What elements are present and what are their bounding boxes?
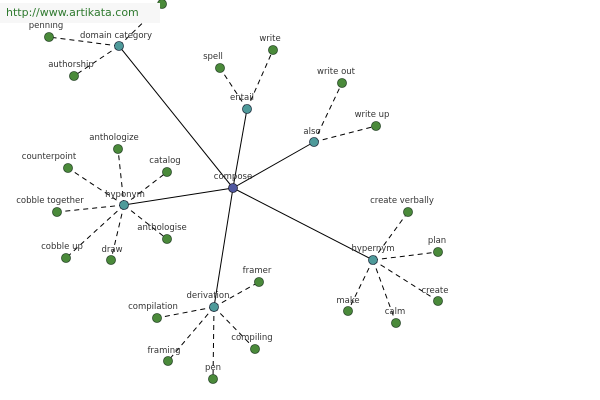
watermark-link[interactable]: http://www.artikata.com bbox=[0, 3, 160, 23]
edge-root-domain-category bbox=[118, 45, 234, 189]
leaf-node-pen[interactable] bbox=[208, 374, 218, 384]
leaf-node-draw[interactable] bbox=[106, 255, 116, 265]
edge-derivation-compilation bbox=[156, 306, 215, 319]
edge-hypernym-calm bbox=[372, 259, 397, 324]
leaf-node-make[interactable] bbox=[343, 306, 353, 316]
leaf-node-compiling[interactable] bbox=[250, 344, 260, 354]
leaf-node-plan[interactable] bbox=[433, 247, 443, 257]
leaf-node-create-verbally[interactable] bbox=[403, 207, 413, 217]
edge-derivation-framing bbox=[167, 306, 215, 362]
relation-node-hyponym[interactable] bbox=[119, 200, 129, 210]
edge-domain-category-unlabeled bbox=[118, 3, 163, 47]
edge-hyponym-cobble-together bbox=[56, 204, 125, 213]
leaf-label-authorship: authorship bbox=[48, 60, 94, 70]
relation-label-entail: entail bbox=[230, 93, 254, 103]
leaf-label-draw: draw bbox=[101, 245, 122, 255]
leaf-label-write: write bbox=[259, 34, 280, 44]
leaf-node-calm[interactable] bbox=[391, 318, 401, 328]
leaf-node-penning[interactable] bbox=[44, 32, 54, 42]
leaf-label-anthologise: anthologise bbox=[137, 223, 187, 233]
leaf-label-penning: penning bbox=[29, 21, 64, 31]
leaf-label-compiling: compiling bbox=[231, 333, 272, 343]
relation-label-domain-category: domain category bbox=[80, 31, 152, 41]
relation-label-also: also bbox=[303, 127, 320, 137]
root-node[interactable] bbox=[228, 183, 238, 193]
leaf-node-write[interactable] bbox=[268, 45, 278, 55]
relation-label-derivation: derivation bbox=[186, 291, 229, 301]
leaf-label-cobble-up: cobble up bbox=[41, 242, 83, 252]
root-label: compose bbox=[214, 172, 252, 182]
edge-hyponym-draw bbox=[110, 204, 125, 261]
leaf-label-make: make bbox=[336, 296, 359, 306]
leaf-label-compilation: compilation bbox=[128, 302, 178, 312]
leaf-node-compilation[interactable] bbox=[152, 313, 162, 323]
leaf-label-cobble-together: cobble together bbox=[16, 196, 84, 206]
leaf-label-write-up: write up bbox=[355, 110, 390, 120]
edge-hyponym-anthologise bbox=[123, 204, 168, 240]
edge-root-derivation bbox=[213, 187, 234, 308]
leaf-node-catalog[interactable] bbox=[162, 167, 172, 177]
edge-also-write-up bbox=[313, 125, 377, 143]
edge-also-write-out bbox=[313, 82, 343, 143]
relation-label-hypernym: hypernym bbox=[351, 244, 394, 254]
leaf-label-pen: pen bbox=[205, 363, 221, 373]
relation-node-also[interactable] bbox=[309, 137, 319, 147]
edge-root-entail bbox=[232, 108, 248, 189]
edge-root-hyponym bbox=[123, 187, 234, 206]
leaf-label-plan: plan bbox=[428, 236, 446, 246]
relation-node-entail[interactable] bbox=[242, 104, 252, 114]
leaf-label-calm: calm bbox=[385, 307, 406, 317]
edge-entail-write bbox=[246, 49, 274, 110]
leaf-label-create: create bbox=[422, 286, 449, 296]
leaf-label-spell: spell bbox=[203, 52, 223, 62]
leaf-node-authorship[interactable] bbox=[69, 71, 79, 81]
edge-hyponym-cobble-up bbox=[65, 204, 125, 259]
relation-label-hyponym: hyponym bbox=[105, 190, 145, 200]
leaf-label-catalog: catalog bbox=[149, 156, 180, 166]
edge-hypernym-create bbox=[372, 259, 439, 302]
edge-hypernym-make bbox=[347, 259, 374, 312]
leaf-node-spell[interactable] bbox=[215, 63, 225, 73]
edge-derivation-compiling bbox=[213, 306, 256, 350]
leaf-node-write-out[interactable] bbox=[337, 78, 347, 88]
edge-derivation-pen bbox=[212, 306, 215, 380]
leaf-node-counterpoint[interactable] bbox=[63, 163, 73, 173]
relation-node-hypernym[interactable] bbox=[368, 255, 378, 265]
edge-root-also bbox=[232, 141, 315, 189]
leaf-node-anthologise[interactable] bbox=[162, 234, 172, 244]
edge-hyponym-catalog bbox=[123, 171, 168, 206]
edge-domain-category-penning bbox=[48, 36, 120, 47]
nodes-layer: penning authorship domain category spell wri… bbox=[16, 0, 448, 384]
leaf-label-framer: framer bbox=[243, 266, 272, 276]
edge-hyponym-anthologize bbox=[117, 148, 125, 206]
leaf-label-write-out: write out bbox=[317, 67, 356, 77]
edge-domain-category-authorship bbox=[73, 45, 120, 77]
edge-hypernym-plan bbox=[372, 251, 439, 261]
relation-node-domain-category[interactable] bbox=[114, 41, 124, 51]
leaf-node-framing[interactable] bbox=[163, 356, 173, 366]
edge-hypernym-create-verbally bbox=[372, 211, 409, 261]
edge-entail-spell bbox=[219, 67, 248, 110]
leaf-label-anthologize: anthologize bbox=[89, 133, 139, 143]
leaf-label-framing: framing bbox=[147, 346, 180, 356]
leaf-label-counterpoint: counterpoint bbox=[22, 152, 77, 162]
leaf-node-create[interactable] bbox=[433, 296, 443, 306]
leaf-label-create-verbally: create verbally bbox=[370, 196, 434, 206]
leaf-node-write-up[interactable] bbox=[371, 121, 381, 131]
leaf-node-framer[interactable] bbox=[254, 277, 264, 287]
leaf-node-anthologize[interactable] bbox=[113, 144, 123, 154]
leaf-node-cobble-up[interactable] bbox=[61, 253, 71, 263]
leaf-node-cobble-together[interactable] bbox=[52, 207, 62, 217]
edge-hyponym-counterpoint bbox=[67, 167, 125, 206]
relation-node-derivation[interactable] bbox=[209, 302, 219, 312]
edges-layer bbox=[48, 3, 439, 380]
edge-root-hypernym bbox=[232, 187, 374, 261]
